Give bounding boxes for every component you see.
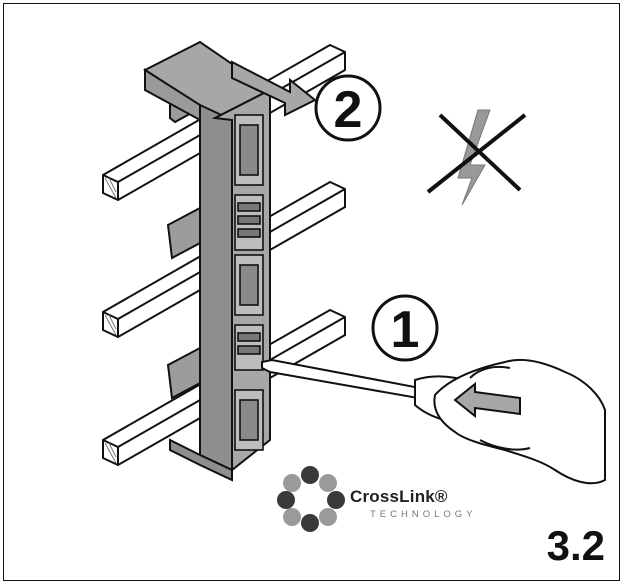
hand [433, 358, 606, 485]
pull-direction-arrow [231, 60, 317, 117]
step-2-marker [314, 74, 382, 142]
step-1-marker [371, 294, 439, 362]
figure-frame [3, 3, 620, 581]
step-1-label: 1 [391, 301, 420, 359]
logo-subtitle: TECHNOLOGY [370, 509, 477, 520]
logo-name: CrossLink® [350, 487, 448, 506]
figure-number: 3.2 [546, 522, 605, 569]
crosslink-logo-icon [277, 466, 345, 532]
push-direction-arrow [453, 381, 521, 419]
connector-modules [234, 114, 264, 451]
rail-end-hatching [104, 177, 117, 464]
crossed-lightning-icon [426, 109, 527, 206]
step-2-label: 2 [334, 81, 363, 139]
